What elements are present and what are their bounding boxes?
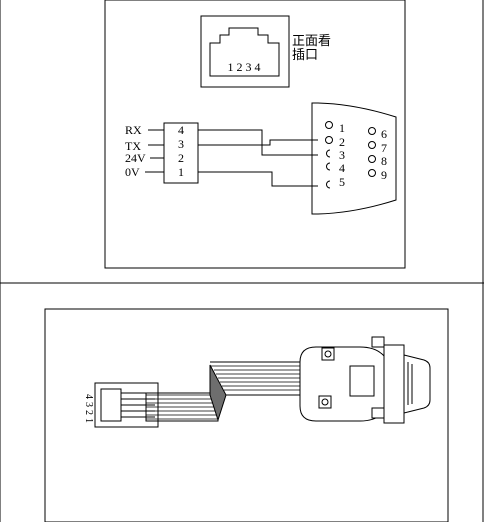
view-caption-line1: 正面看 <box>292 33 331 49</box>
top-diagram-frame <box>104 0 406 269</box>
ribbon-cable <box>145 361 300 422</box>
db9-connector: 1 2 3 4 5 6 7 8 9 <box>311 102 397 215</box>
db9-pin-3: 3 <box>339 148 345 162</box>
db9-pin-8: 8 <box>381 154 387 168</box>
block-pin-2: 2 <box>178 151 184 165</box>
plug-pin-label-3: 3 <box>83 402 94 407</box>
signal-label-rx: RX <box>125 123 142 137</box>
signal-label-0v: 0V <box>125 165 140 179</box>
rj-jack-front-view: 1 2 3 4 <box>200 15 290 88</box>
bottom-diagram-frame <box>44 308 449 522</box>
block-pin-3: 3 <box>178 137 184 151</box>
rj-plug-drawing: 4 3 2 1 <box>83 382 159 428</box>
rj-pin-block: 4 3 2 1 <box>163 122 199 184</box>
block-pin-1: 1 <box>178 165 184 179</box>
db9-shell-drawing <box>299 336 431 424</box>
block-pin-4: 4 <box>178 123 184 137</box>
db9-pin-7: 7 <box>381 141 387 155</box>
jack-pin-numbers: 1 2 3 4 <box>228 60 261 74</box>
signal-labels: RX TX 24V 0V <box>125 123 164 179</box>
wire-tx <box>198 139 318 146</box>
wire-rx <box>198 129 318 156</box>
db9-pin-2: 2 <box>339 135 345 149</box>
wire-0v <box>198 171 318 187</box>
signal-label-24v: 24V <box>125 151 146 165</box>
db9-pin-5: 5 <box>339 175 345 189</box>
db9-pin-9: 9 <box>381 168 387 182</box>
db9-pin-6: 6 <box>381 127 387 141</box>
db9-pin-1: 1 <box>339 121 345 135</box>
db9-pin-4: 4 <box>339 161 345 175</box>
signal-label-tx: TX <box>125 139 141 153</box>
wires <box>198 129 318 187</box>
plug-pin-label-1: 1 <box>83 418 94 423</box>
view-caption-line2: 插口 <box>292 48 318 63</box>
plug-pin-label-4: 4 <box>83 394 94 399</box>
plug-pin-label-2: 2 <box>83 410 94 415</box>
